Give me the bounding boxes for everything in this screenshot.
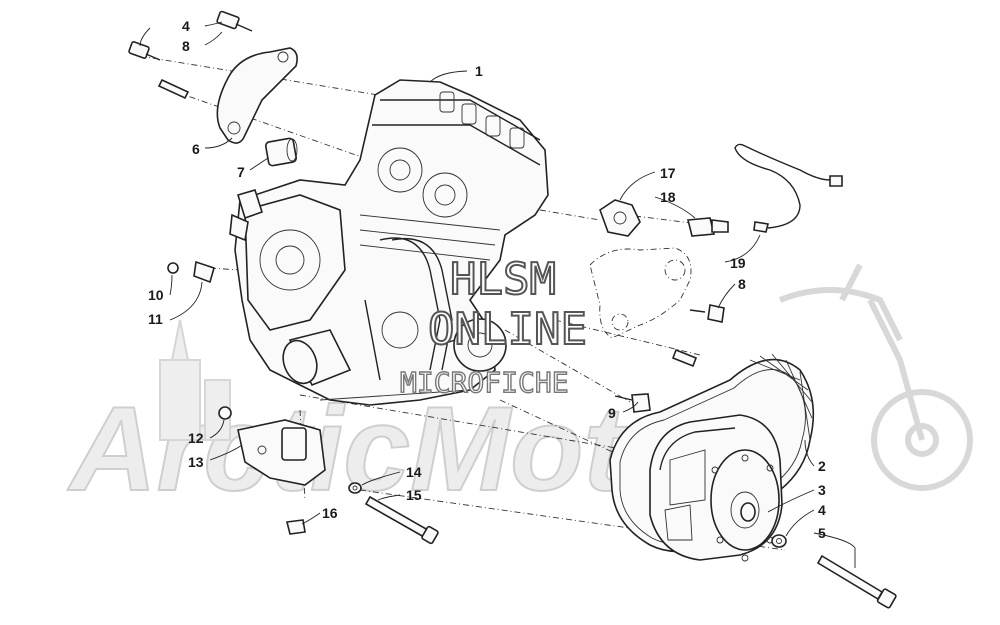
oil-filter (282, 329, 352, 387)
callout-16: 16 (322, 505, 338, 521)
skyline-watermark-icon (159, 319, 231, 441)
washer-14 (348, 482, 362, 494)
sensor-18 (686, 217, 729, 237)
stud-bolt-left (157, 78, 190, 100)
long-bolt-5 (816, 554, 897, 609)
callout-17: 17 (660, 165, 676, 181)
washer-4 (771, 534, 787, 548)
long-bolt-15 (364, 495, 439, 545)
callout-5: 5 (818, 525, 826, 541)
callout-3: 3 (818, 482, 826, 498)
callout-leaders (139, 21, 856, 568)
drive-clutch (649, 414, 783, 562)
callout-1: 1 (475, 63, 483, 79)
hlsm-watermark: HLSM ONLINE MICROFICHE (399, 253, 588, 400)
callout-6: 6 (192, 141, 200, 157)
callout-15: 15 (406, 487, 422, 503)
sensor-bracket-dashed (589, 247, 692, 339)
motorcycle-watermark-icon (778, 263, 973, 491)
callout-11: 11 (148, 311, 163, 327)
bolt-9-top (128, 41, 161, 61)
callout-8-top: 8 (182, 38, 190, 54)
watermark-microfiche: MICROFICHE (400, 366, 569, 399)
callout-9-right: 9 (608, 405, 616, 421)
watermark-hlsm: HLSM (450, 254, 556, 305)
speed-sensor-cable-19 (734, 143, 843, 233)
mount-bushing (264, 137, 298, 167)
callout-14: 14 (406, 464, 422, 480)
callout-2: 2 (818, 458, 826, 474)
engine-mount-bracket (216, 47, 298, 144)
engine-assembly (229, 79, 549, 406)
callout-numbers: 4 8 1 6 7 17 18 19 8 10 11 9 12 13 14 15… (148, 18, 826, 541)
callout-10: 10 (148, 287, 164, 303)
callout-7: 7 (237, 164, 245, 180)
callout-4: 4 (818, 502, 826, 518)
callout-9-top: 4 (182, 18, 190, 34)
callout-12: 12 (188, 430, 204, 446)
watermark-online: ONLINE (428, 304, 587, 355)
sensor-housing-17 (599, 199, 641, 237)
sensor-clip (167, 260, 215, 284)
nut-16 (286, 519, 306, 535)
callout-8-right: 8 (738, 276, 746, 292)
bracket-bolt (671, 348, 698, 368)
callout-18: 18 (660, 189, 676, 205)
callout-13: 13 (188, 454, 204, 470)
bolt-8-right (689, 304, 725, 323)
lower-mount (218, 406, 326, 486)
callout-19: 19 (730, 255, 746, 271)
bolt-8-top (216, 10, 253, 32)
